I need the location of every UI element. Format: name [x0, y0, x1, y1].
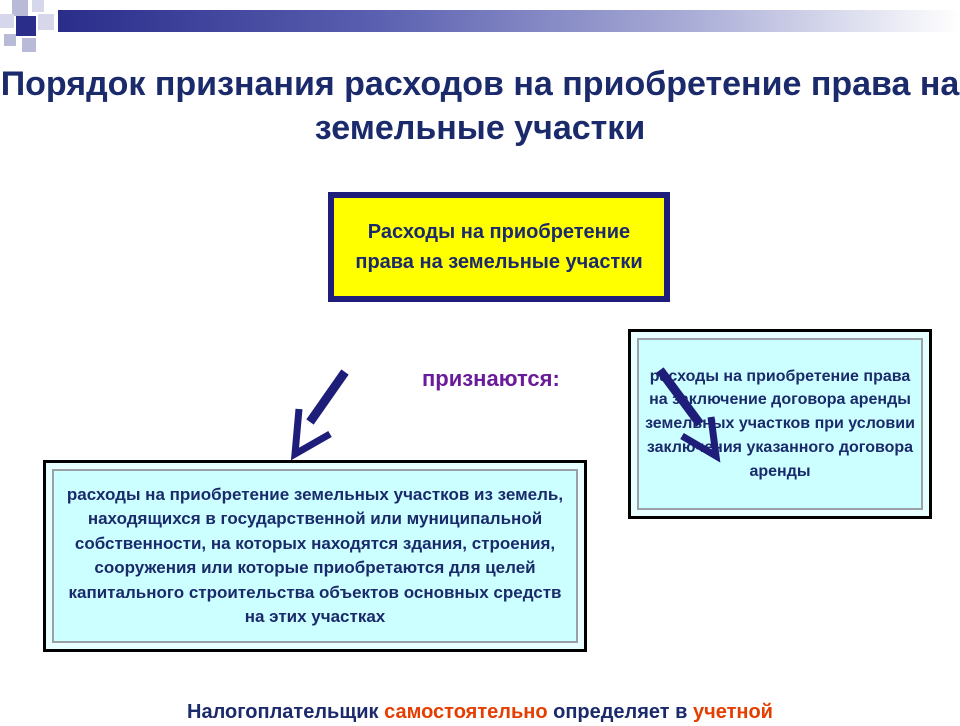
- bottom-note-part3: определяет в: [547, 701, 693, 723]
- lease-right-box: расходы на приобретение права на заключе…: [628, 329, 932, 519]
- connector-label: признаются:: [422, 366, 560, 391]
- page-title: Порядок признания расходов на приобретен…: [0, 65, 960, 147]
- bottom-note-part1: Налогоплательщик: [187, 701, 385, 723]
- main-concept-box: Расходы на приобретение права на земельн…: [328, 192, 670, 302]
- bottom-note-emphasis: самостоятельно: [384, 701, 548, 723]
- lease-right-text: расходы на приобретение права на заключе…: [637, 338, 923, 510]
- bottom-note-emphasis-2: учетной: [693, 701, 773, 723]
- land-purchase-box: расходы на приобретение земельных участк…: [43, 460, 587, 652]
- corner-decoration: [0, 0, 54, 52]
- bottom-note: Налогоплательщик самостоятельно определя…: [0, 698, 960, 726]
- land-purchase-text: расходы на приобретение земельных участк…: [52, 469, 578, 643]
- arrow-down-left-icon: [290, 369, 349, 461]
- header-gradient-bar: [58, 10, 960, 32]
